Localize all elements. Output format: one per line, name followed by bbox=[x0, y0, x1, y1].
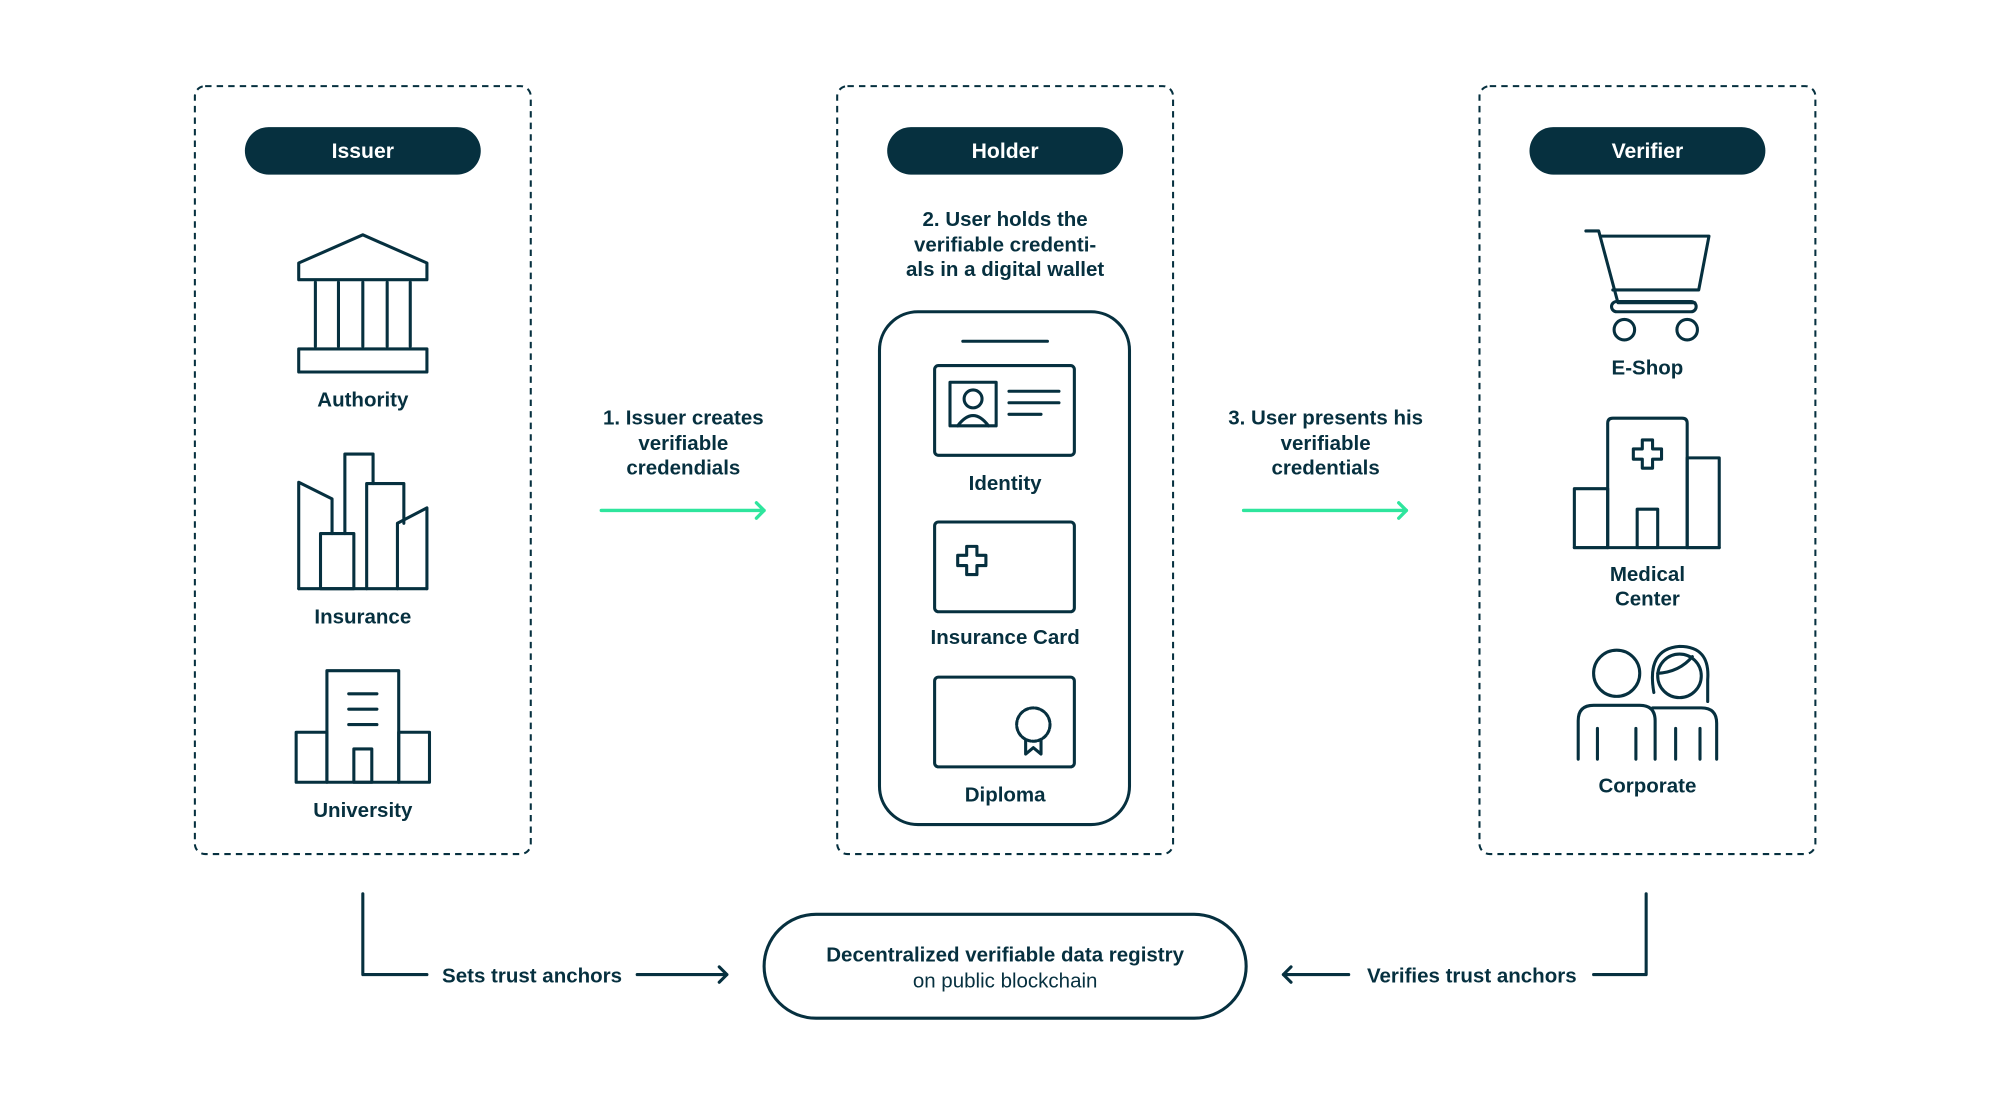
verifies-trust-anchors-label: Verifies trust anchors bbox=[1367, 964, 1577, 987]
medical-center-label: Center bbox=[1615, 587, 1680, 610]
insurance-card-label: Insurance Card bbox=[931, 626, 1080, 649]
holder-caption: 2. User holds the bbox=[923, 208, 1088, 231]
hospital-icon bbox=[1572, 416, 1721, 550]
arrow-right-icon bbox=[635, 965, 729, 984]
medical-center-label: Medical bbox=[1610, 563, 1685, 586]
step1-text: 1. Issuer creates bbox=[603, 407, 764, 430]
corporate-label: Corporate bbox=[1598, 775, 1696, 798]
step1-text: verifiable bbox=[638, 432, 728, 455]
insurance-label: Insurance bbox=[314, 605, 411, 628]
registry-pill bbox=[762, 912, 1248, 1020]
registry: Decentralized verifiable data registry o… bbox=[762, 912, 1248, 1020]
verifies-trust-anchors-connector: Verifies trust anchors bbox=[1281, 892, 1648, 987]
eshop-label: E-Shop bbox=[1612, 357, 1684, 380]
step1-connector: 1. Issuer creates verifiable credendials bbox=[599, 407, 766, 520]
city-buildings-icon bbox=[297, 452, 429, 591]
step3-text: verifiable bbox=[1281, 432, 1371, 455]
holder-caption: verifiable credenti- bbox=[914, 233, 1096, 256]
people-icon bbox=[1576, 644, 1719, 761]
verifier-column: Verifier E-Shop Medical Center Corp bbox=[1478, 85, 1817, 856]
sets-trust-anchors-connector: Sets trust anchors bbox=[361, 892, 729, 987]
registry-title: Decentralized verifiable data registry bbox=[826, 944, 1184, 967]
bank-building-icon bbox=[297, 233, 429, 374]
diploma-label: Diploma bbox=[965, 783, 1046, 806]
issuer-pill bbox=[244, 127, 481, 175]
verifier-pill bbox=[1529, 127, 1766, 175]
verifier-title: Verifier bbox=[1612, 140, 1684, 163]
phone-wallet-icon bbox=[877, 310, 1132, 827]
issuer-column: Issuer Authority Insurance University bbox=[193, 85, 532, 856]
step3-text: credentials bbox=[1272, 457, 1380, 480]
holder-title: Holder bbox=[972, 140, 1039, 163]
step3-connector: 3. User presents his verifiable credenti… bbox=[1228, 407, 1423, 520]
identity-label: Identity bbox=[969, 472, 1042, 495]
step3-text: 3. User presents his bbox=[1228, 407, 1423, 430]
holder-column: Holder 2. User holds the verifiable cred… bbox=[836, 85, 1175, 856]
arrow-right-icon bbox=[599, 501, 766, 520]
issuer-dashed-box bbox=[193, 85, 532, 856]
holder-caption: als in a digital wallet bbox=[906, 258, 1104, 281]
medical-cross-card-icon bbox=[933, 520, 1076, 614]
step1-text: credendials bbox=[626, 457, 740, 480]
holder-pill bbox=[887, 127, 1124, 175]
arrow-right-icon bbox=[1241, 501, 1409, 520]
shopping-cart-icon bbox=[1584, 229, 1711, 342]
arrow-left-icon bbox=[1281, 965, 1351, 984]
university-building-icon bbox=[294, 669, 432, 784]
authority-label: Authority bbox=[317, 389, 409, 412]
registry-subtitle: on public blockchain bbox=[913, 969, 1098, 992]
sets-trust-anchors-label: Sets trust anchors bbox=[442, 964, 622, 987]
id-card-icon bbox=[933, 364, 1076, 457]
university-label: University bbox=[313, 799, 413, 822]
issuer-title: Issuer bbox=[332, 140, 394, 163]
certificate-seal-icon bbox=[933, 675, 1076, 769]
verifier-dashed-box bbox=[1478, 85, 1817, 856]
holder-dashed-box bbox=[836, 85, 1175, 856]
